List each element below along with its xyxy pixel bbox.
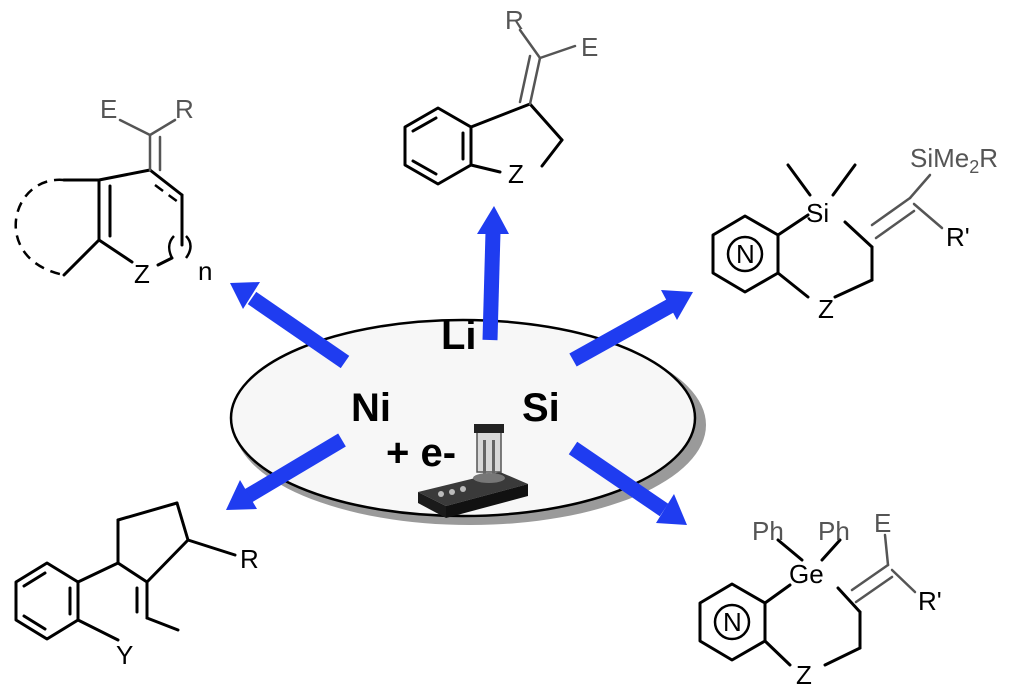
platform-ellipse (229, 318, 697, 518)
indene-product: R E Z (403, 5, 598, 189)
indene-z-label: Z (508, 159, 524, 189)
arrow-to-tricycle (226, 433, 346, 510)
silacycle-si-label: Si (806, 198, 829, 228)
germacycle-rprime-label: R' (918, 586, 942, 616)
arrow-to-indene (477, 206, 509, 341)
fused-ring-dashed-arc (14, 178, 65, 277)
tricycle-r-label: R (240, 544, 259, 574)
silacycle-rprime-label: R' (946, 222, 970, 252)
arrow-to-silacycle (569, 290, 693, 367)
indene-r-label: R (505, 5, 524, 35)
silacycle-sime2r-label: SiMe2R (910, 143, 998, 177)
arrow-to-fused-ring (230, 282, 350, 369)
silicon-label: Si (522, 386, 560, 430)
arrows (226, 206, 693, 525)
benzene-ring (403, 106, 473, 186)
reaction-platform (229, 318, 706, 525)
fused-r-label: R (175, 94, 194, 124)
germacycle-z-label: Z (796, 660, 812, 684)
germacycle-ph1-label: Ph (752, 516, 784, 546)
silacycle-product: N Si Z SiMe2R R' (711, 143, 998, 324)
electrolysis-device-icon (418, 424, 528, 518)
germacycle-e-label: E (874, 508, 891, 538)
electron-label: + e- (386, 431, 456, 475)
silacycle-n-label: N (736, 239, 755, 269)
silacycle-z-label: Z (818, 294, 834, 324)
tricycle-product: R Y (14, 501, 259, 670)
fused-z-label: Z (134, 259, 150, 289)
fused-ring-product: E R Z n (14, 94, 212, 289)
germacycle-ph2-label: Ph (818, 516, 850, 546)
aromatic-circle (726, 235, 764, 273)
germacycle-aromatic-circle (713, 603, 751, 641)
arrow-to-germacycle (568, 441, 687, 525)
nickel-label: Ni (351, 386, 391, 430)
germacycle-product: N Ph Ph Ge E R' Z (698, 508, 942, 684)
lithium-label: Li (441, 314, 477, 358)
indene-e-label: E (581, 32, 598, 62)
germacycle-n-label: N (723, 607, 742, 637)
tricycle-y-label: Y (116, 640, 133, 670)
fused-n-label: n (198, 256, 212, 286)
germacycle-ge-label: Ge (789, 559, 824, 589)
fused-e-label: E (100, 94, 117, 124)
